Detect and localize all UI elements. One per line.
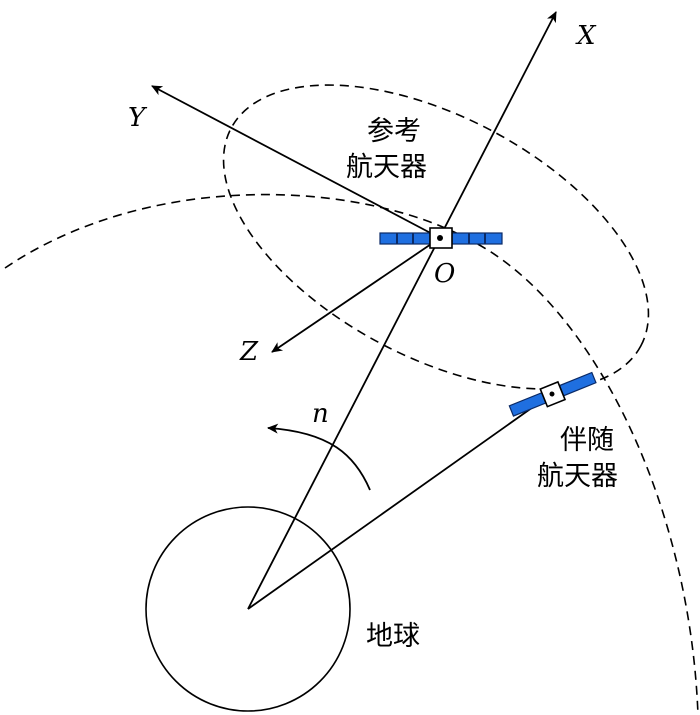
companion-label-line1: 伴随 (560, 425, 614, 456)
companion-panel-left (508, 391, 548, 417)
x-axis (247, 11, 557, 610)
reference-panel-left (379, 232, 431, 245)
reference-label-line2: 航天器 (346, 152, 427, 183)
companion-panel-right (557, 371, 597, 397)
rate-arc (267, 423, 371, 491)
relative-motion-ellipse (222, 84, 650, 390)
x-axis-label: X (575, 21, 597, 51)
reference-label-line1: 参考 (367, 116, 421, 147)
z-axis (271, 237, 441, 353)
earth-to-companion-line (247, 394, 551, 610)
earth-circle (145, 506, 351, 712)
reference-panel-right (451, 232, 503, 245)
y-axis (151, 85, 441, 239)
origin-label: O (434, 259, 455, 289)
z-axis-label: Z (239, 337, 259, 367)
rate-label: n (312, 399, 329, 429)
reference-spacecraft (379, 227, 503, 249)
companion-label-line2: 航天器 (537, 461, 618, 492)
companion-spacecraft (508, 371, 597, 417)
y-axis-label: Y (128, 103, 148, 133)
earth-label: 地球 (366, 621, 420, 652)
